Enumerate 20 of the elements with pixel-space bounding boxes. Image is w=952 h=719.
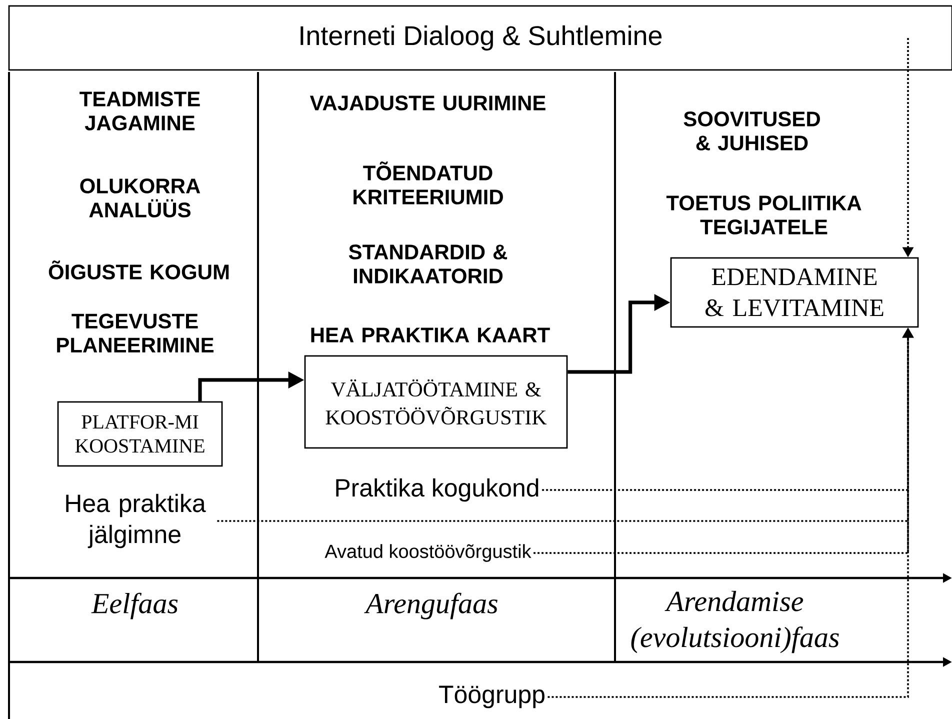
phase-label: Arengufaas: [364, 592, 498, 620]
heading: OLUKORRA ANALÜÜS: [80, 178, 200, 218]
heading: TÕENDATUD KRITEERIUMID: [354, 162, 503, 204]
process-box: PLATFOR-MI KOOSTAMINE: [57, 401, 223, 467]
phase-label: Eelfaas: [91, 592, 178, 620]
heading: TEADMISTE JAGAMINE: [80, 92, 200, 130]
title-band: Interneti Dialoog & Suhtlemine: [8, 5, 952, 71]
heading: ÕIGUSTE KOGUM: [48, 260, 229, 280]
heading: SOOVITUSED & JUHISED: [684, 112, 820, 150]
heading: VAJADUSTE UURIMINE: [310, 96, 546, 110]
heading: TEGEVUSTE PLANEERIMINE: [57, 314, 214, 352]
group-label: Hea praktika jälgimne: [66, 494, 206, 548]
group-label: Praktika kogukond: [336, 478, 538, 502]
process-box: EDENDAMINE & LEVITAMINE: [670, 257, 919, 328]
heading: STANDARDID & INDIKAATORID: [348, 244, 508, 284]
group-label: Avatud koostöövõrgustik: [324, 544, 532, 562]
phase-label: Arendamise (evolutsiooni)faas: [631, 590, 839, 654]
process-box: VÄLJATÖÖTAMINE & KOOSTÖÖVÕRGUSTIK: [304, 355, 568, 449]
group-label: Töögrupp: [439, 686, 544, 708]
heading: TOETUS POLIITIKA TEGIJATELE: [666, 196, 862, 234]
